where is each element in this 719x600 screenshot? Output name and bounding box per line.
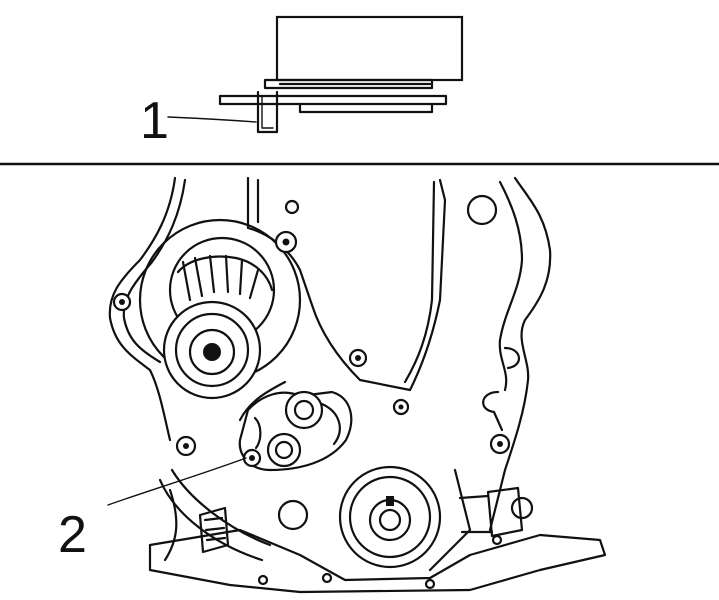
callout-2-leader (107, 457, 247, 506)
oil-pump-arm (486, 486, 524, 538)
hole-top (284, 199, 300, 215)
callout-1-label: 1 (140, 92, 169, 150)
hole-right-large (466, 194, 498, 226)
callout-1-leader (167, 116, 257, 123)
block-outline-right (488, 176, 552, 532)
engine-front-view (108, 176, 607, 594)
lower-lip (298, 102, 434, 114)
cover-block (275, 15, 464, 82)
tensioner-pulley (266, 432, 302, 468)
water-pump-housing (108, 176, 177, 442)
oil-pan-flange (148, 528, 607, 594)
gasket-detail-inset: 1 (140, 15, 464, 150)
sensor-lower-left (198, 506, 230, 554)
callout-2-label: 2 (58, 506, 87, 564)
right-lug (503, 346, 520, 370)
layer-upper (263, 78, 434, 90)
gasket-bend (256, 90, 279, 134)
cover-right-edge (428, 468, 472, 572)
bolt-sprocket-left (277, 499, 309, 531)
idler-pulley (284, 390, 324, 430)
timing-cover-outline (246, 176, 447, 392)
crankshaft-sprocket (338, 465, 442, 569)
plate-layer (218, 94, 448, 106)
